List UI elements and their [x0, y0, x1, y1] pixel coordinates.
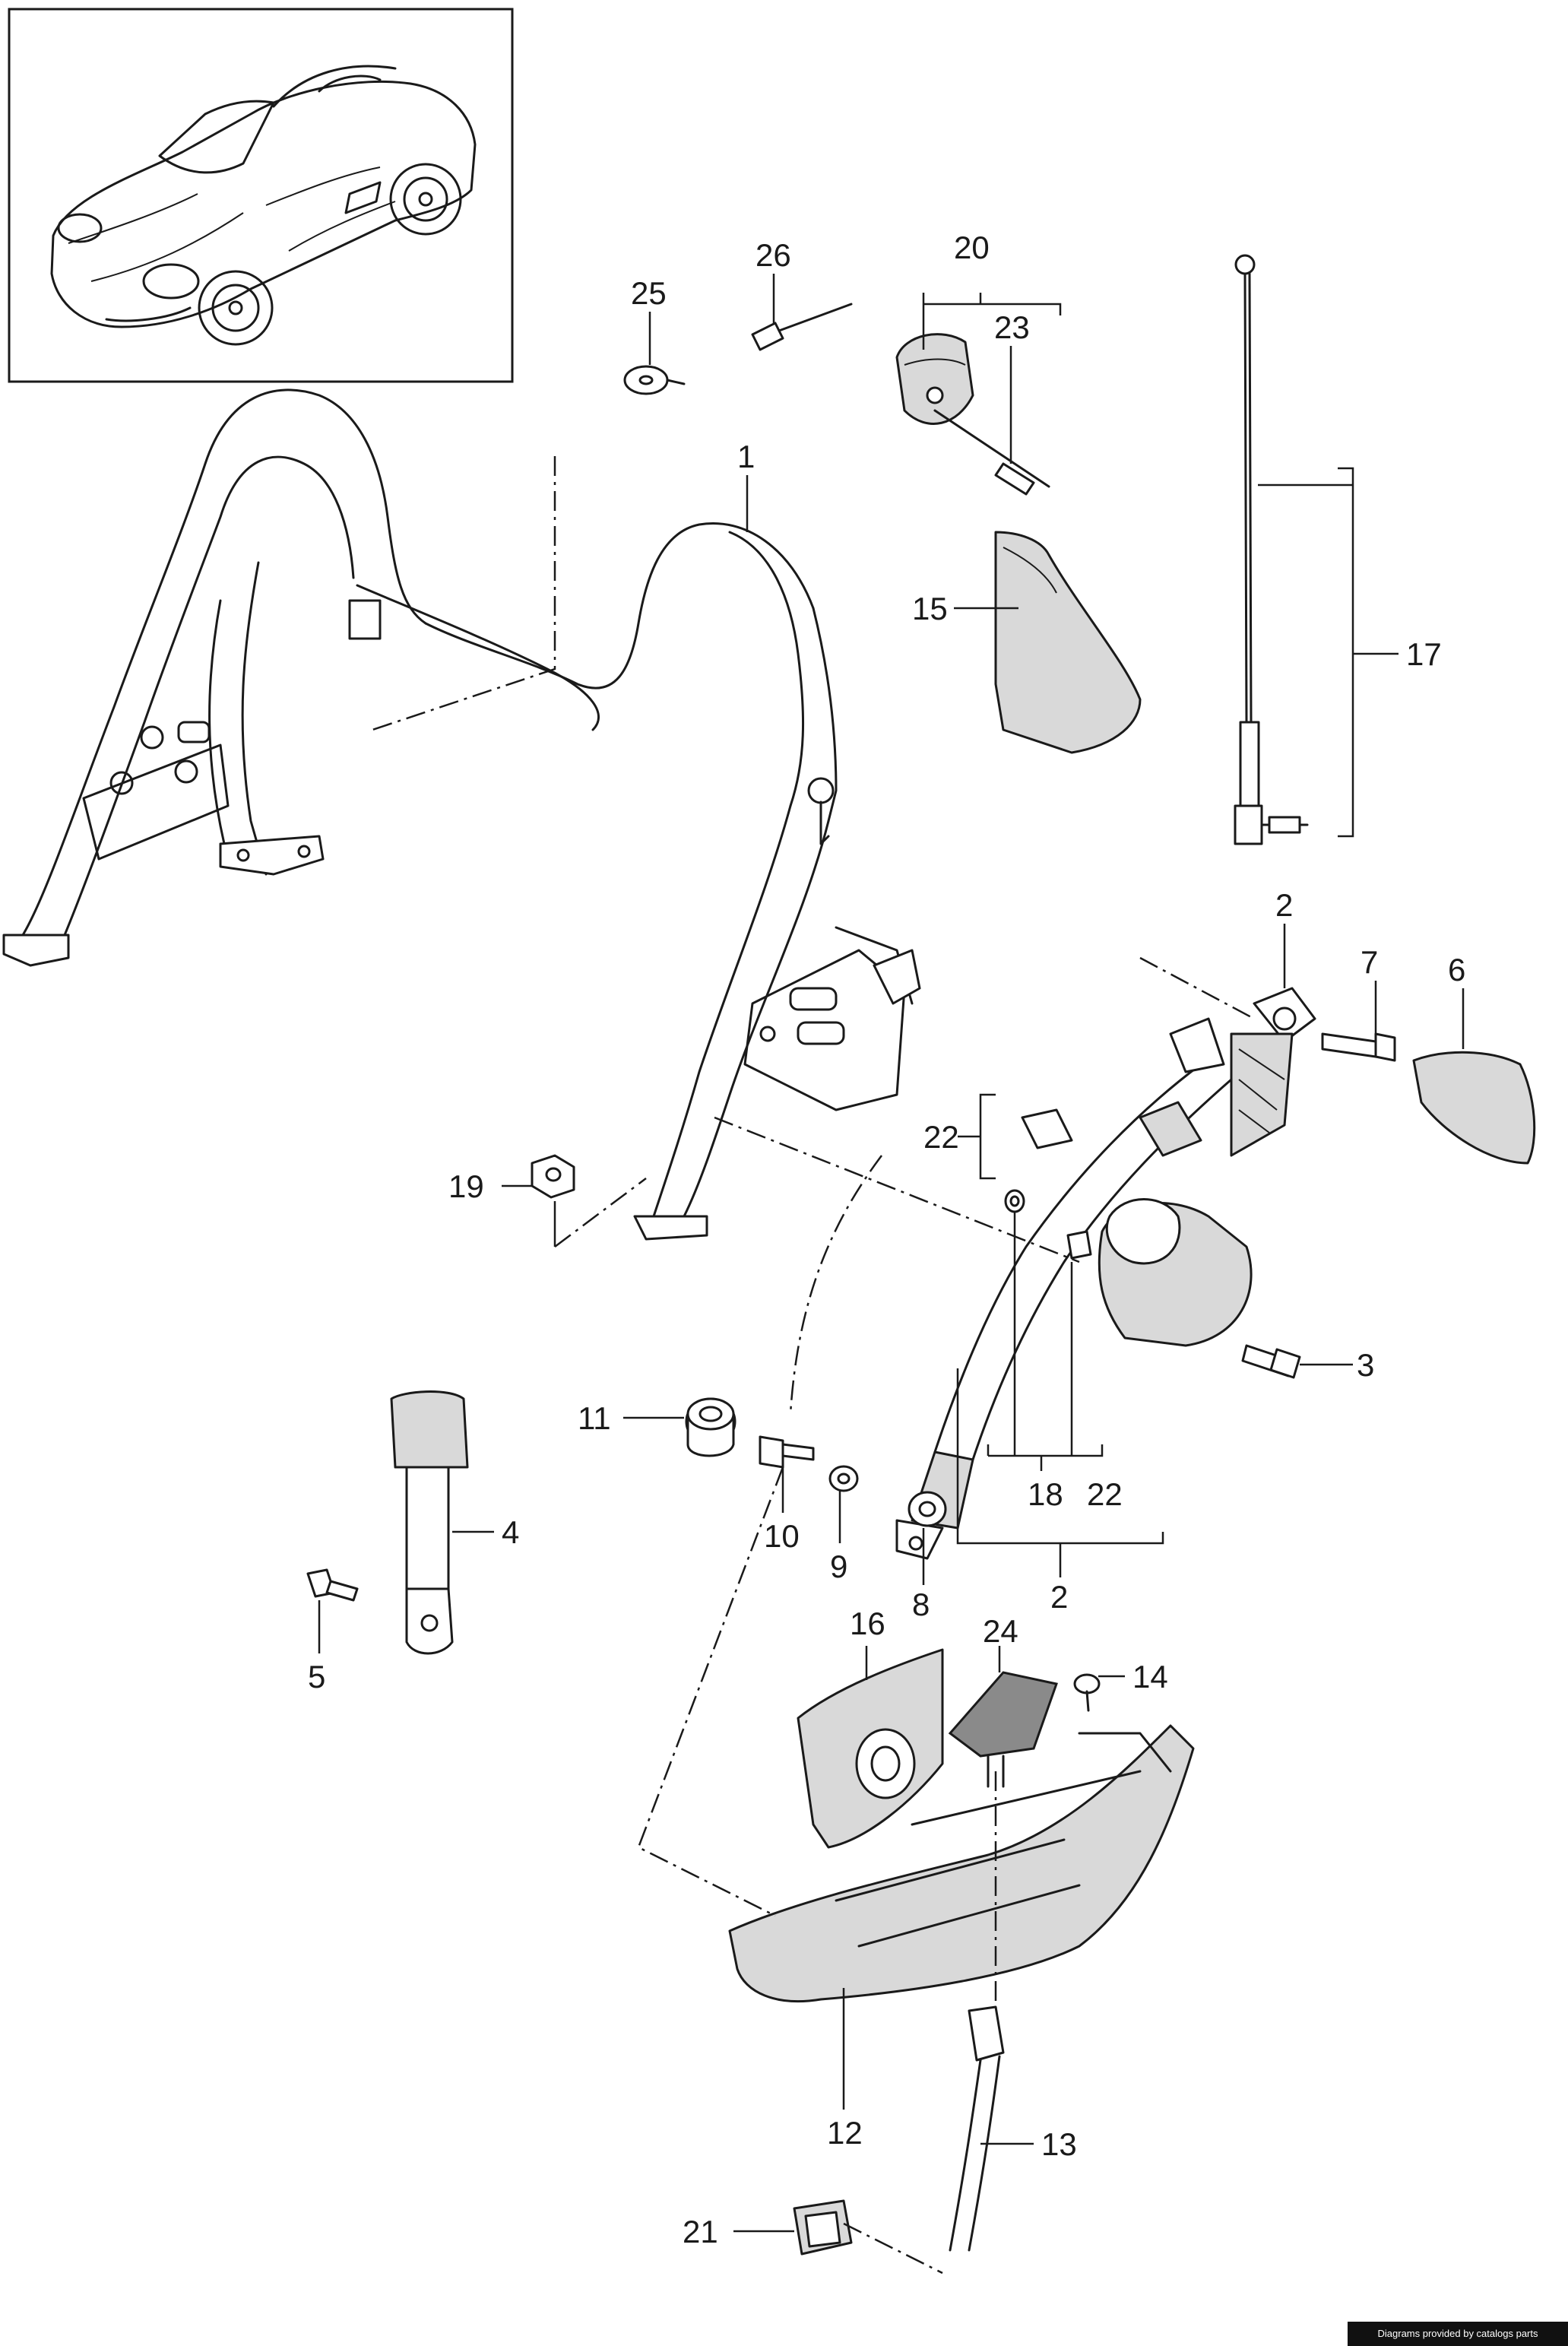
callout-18: 18: [1028, 1476, 1063, 1512]
dash-21-13: [843, 2222, 943, 2275]
callout-17: 17: [1406, 636, 1442, 672]
cap-6: [1412, 1051, 1536, 1165]
grommet-25: [623, 365, 686, 395]
callout-21: 21: [683, 2214, 718, 2249]
car-thumbnail: [8, 8, 514, 383]
callout-3: 3: [1357, 1347, 1374, 1383]
roll-bar: [2, 388, 921, 1241]
callout-19: 19: [448, 1168, 484, 1204]
callout-2-top: 2: [1275, 887, 1293, 923]
callout-26: 26: [755, 237, 791, 273]
leader-17: [1258, 467, 1399, 838]
callout-22-top: 22: [923, 1119, 959, 1155]
trim-16: [797, 1648, 944, 1849]
bolt-5: [306, 1568, 359, 1602]
leader-2c: [956, 1368, 1164, 1577]
callout-2-bottom: 2: [1050, 1579, 1068, 1615]
screw-14: [1073, 1673, 1101, 1712]
callout-23: 23: [994, 309, 1030, 345]
callout-6: 6: [1448, 952, 1465, 988]
dash-2b: [714, 1116, 1080, 1263]
screw-23: [933, 409, 1050, 496]
callout-8: 8: [912, 1587, 930, 1622]
belt-2: [895, 987, 1316, 1560]
washer-18: [1004, 1189, 1025, 1213]
dash-1-2: [789, 1155, 883, 1415]
bolt-10: [759, 1435, 815, 1469]
bushing-22: [1021, 1108, 1092, 1260]
dash-2: [1139, 956, 1255, 1020]
nut-19: [531, 1154, 575, 1199]
leader-22a: [958, 1093, 996, 1180]
callout-25: 25: [631, 275, 667, 311]
credit-badge: Diagrams provided by catalogs parts: [1348, 2322, 1568, 2346]
callout-10: 10: [764, 1518, 800, 1554]
cover-15: [994, 531, 1142, 754]
leader-19: [502, 1184, 556, 1247]
cable-17: [1234, 254, 1309, 845]
callout-12: 12: [827, 2115, 863, 2151]
tray-12: [728, 1724, 1195, 2003]
clip-21: [793, 2199, 853, 2256]
latch-20: [895, 333, 974, 425]
callout-22-bottom: 22: [1087, 1476, 1123, 1512]
washer-9: [828, 1465, 859, 1492]
callout-4: 4: [502, 1514, 519, 1550]
callout-13: 13: [1041, 2126, 1077, 2162]
spacer-11: [685, 1397, 736, 1457]
cap-24: [948, 1671, 1058, 1788]
bolt-7: [1321, 1032, 1396, 1062]
callout-11: 11: [578, 1400, 611, 1436]
callout-9: 9: [830, 1549, 847, 1584]
leader-20: [922, 293, 1062, 350]
bolt-3: [1241, 1344, 1301, 1379]
leader-18-22: [987, 1213, 1104, 1471]
bushing-8: [908, 1491, 947, 1527]
callout-14: 14: [1132, 1659, 1168, 1695]
dash-19: [554, 1178, 647, 1248]
buckle-4: [390, 1390, 469, 1655]
callout-20: 20: [954, 230, 990, 265]
callout-5: 5: [308, 1659, 325, 1695]
dash-10-12: [637, 1466, 784, 1917]
dash-25: [372, 456, 556, 731]
callout-16: 16: [850, 1606, 885, 1641]
callout-15: 15: [912, 591, 948, 626]
cable-13: [949, 2005, 1005, 2252]
callout-24: 24: [983, 1613, 1018, 1649]
callout-1: 1: [737, 439, 755, 474]
pin-26: [751, 303, 853, 351]
callout-7: 7: [1361, 944, 1378, 980]
